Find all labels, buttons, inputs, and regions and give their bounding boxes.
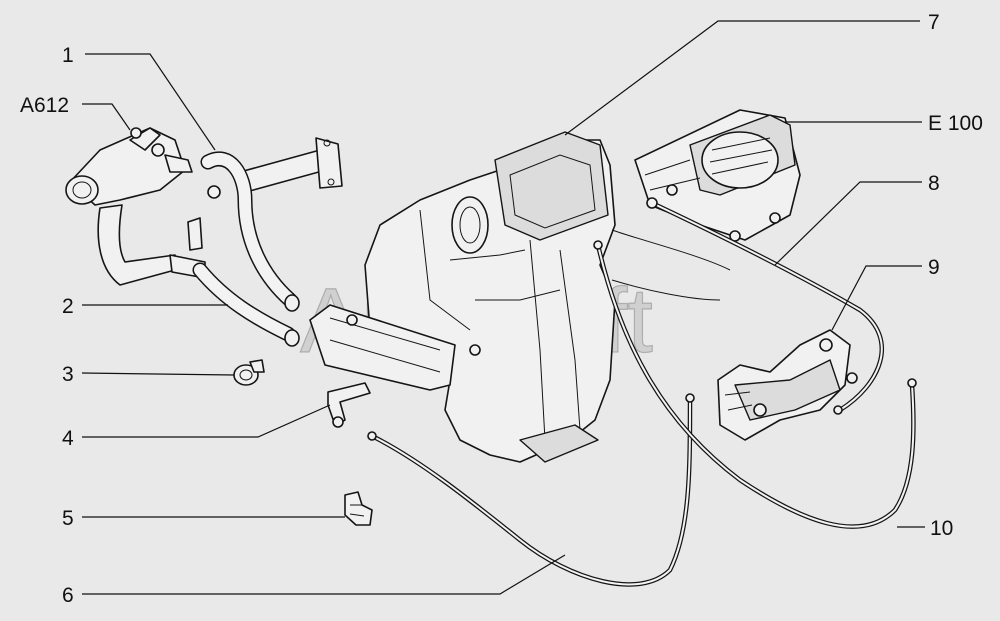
callout-a612: A612 — [20, 94, 69, 117]
callout-1: 1 — [62, 44, 74, 67]
heater-control-unit — [717, 329, 858, 441]
hose-clamp — [233, 359, 265, 386]
callout-8: 8 — [928, 172, 940, 195]
callout-7: 7 — [928, 11, 940, 34]
callout-labels: 1 A612 2 3 4 5 6 7 E 100 8 9 10 — [20, 11, 983, 607]
leader-a612 — [82, 103, 131, 131]
control-cables — [367, 197, 917, 587]
leader-8 — [774, 181, 922, 266]
leader-lines — [81, 20, 925, 595]
leader-6 — [82, 554, 566, 595]
callout-3: 3 — [62, 363, 74, 386]
callout-2: 2 — [62, 295, 74, 318]
leader-7 — [564, 20, 920, 136]
leader-1 — [85, 53, 216, 151]
tap-lever — [327, 382, 371, 428]
thermostat-pipe-assembly — [65, 127, 343, 286]
heater-housing — [309, 131, 731, 463]
leader-4 — [82, 404, 331, 438]
heater-hoses — [192, 151, 300, 347]
callout-6: 6 — [62, 584, 74, 607]
callout-10: 10 — [930, 517, 953, 540]
callout-5: 5 — [62, 507, 74, 530]
leader-9 — [831, 265, 922, 331]
blower-housing — [634, 109, 801, 242]
cable-clip — [344, 491, 373, 526]
callout-e100: E 100 — [928, 112, 983, 135]
callout-9: 9 — [928, 256, 940, 279]
callout-4: 4 — [62, 427, 74, 450]
leader-3 — [81, 372, 235, 376]
